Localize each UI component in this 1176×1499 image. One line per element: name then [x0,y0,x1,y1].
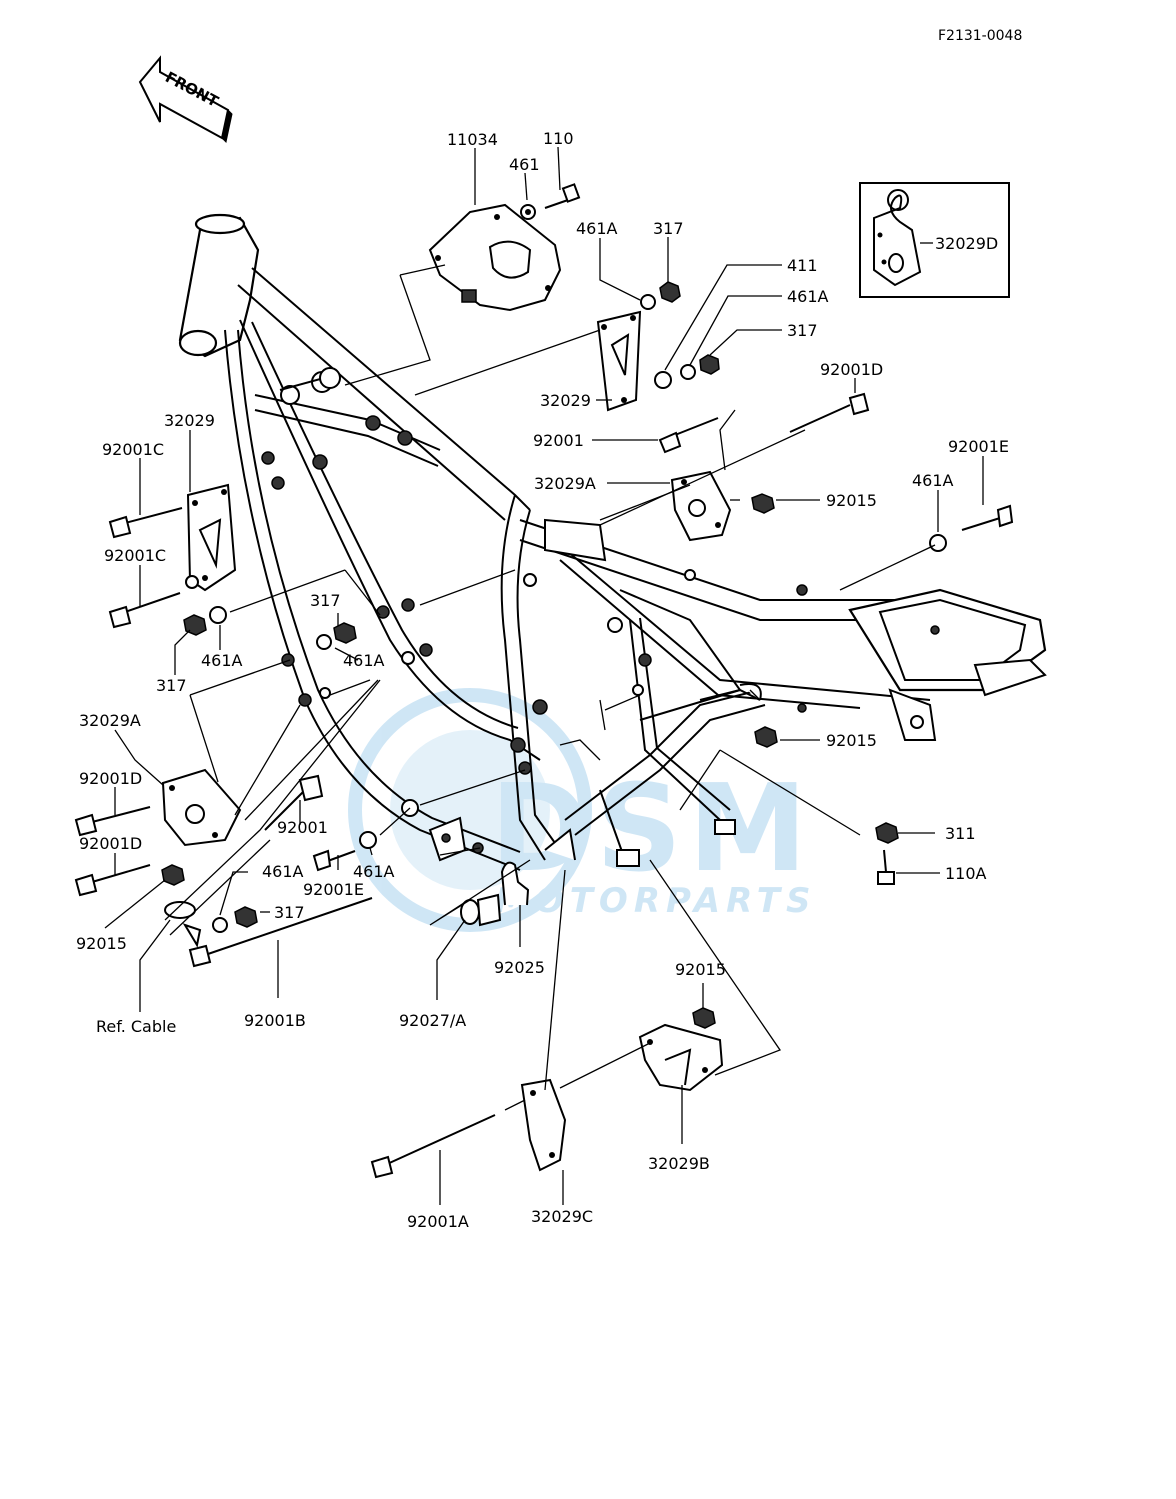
callout-461a-left: 461A [201,651,243,670]
callout-92001-left: 92001 [277,818,328,837]
callout-461: 461 [509,155,540,174]
callout-32029c: 32029C [531,1207,593,1226]
callout-317-top: 317 [653,219,684,238]
callout-92001c-upper: 92001C [102,440,164,459]
callout-labels: 11034 110 461 461A 317 411 461A 317 3202… [76,129,1009,1231]
bracket-11034 [428,203,562,312]
callout-92015-left: 92015 [76,934,127,953]
callout-92015-mid-right: 92015 [826,731,877,750]
exploded-parts [74,183,1014,1179]
front-arrow-icon: FRONT [138,55,233,144]
callout-461a-cable: 461A [262,862,304,881]
callout-461a-center: 461A [353,862,395,881]
callout-311: 311 [945,824,976,843]
callout-92001e-center: 92001E [303,880,364,899]
callout-92015-lower: 92015 [675,960,726,979]
callout-461a-far-right: 461A [912,471,954,490]
callout-461a-mid: 461A [343,651,385,670]
leader-lines [104,146,984,1205]
callout-92001-center: 92001 [533,431,584,450]
callout-ref-cable: Ref. Cable [96,1017,176,1036]
callout-32029-center: 32029 [540,391,591,410]
callout-92001c-lower: 92001C [104,546,166,565]
callout-32029-left: 32029 [164,411,215,430]
motorcycle-frame [178,213,1047,871]
callout-92001d-left-lower: 92001D [79,834,142,853]
callout-92001d-right: 92001D [820,360,883,379]
callout-32029a-left: 32029A [79,711,141,730]
callout-92027a: 92027/A [399,1011,466,1030]
callout-317-mid: 317 [310,591,341,610]
callout-317-left: 317 [156,676,187,695]
callout-92025: 92025 [494,958,545,977]
callout-110a: 110A [945,864,987,883]
callout-32029b: 32029B [648,1154,710,1173]
callout-92001d-left-upper: 92001D [79,769,142,788]
callout-461a-right: 461A [787,287,829,306]
callout-461a-top: 461A [576,219,618,238]
callout-317-right: 317 [787,321,818,340]
callout-92001e-right: 92001E [948,437,1009,456]
callout-92015-right: 92015 [826,491,877,510]
callout-411: 411 [787,256,818,275]
watermark-line1: DSM [490,760,813,899]
callout-92001a: 92001A [407,1212,469,1231]
callout-110: 110 [543,129,574,148]
callout-11034: 11034 [447,130,498,149]
callout-32029a-center: 32029A [534,474,596,493]
callout-92001b: 92001B [244,1011,306,1030]
callout-317-cable: 317 [274,903,305,922]
watermark-logo: DSM MOTORPARTS [348,688,816,932]
inset-box: 32029D [859,182,1010,298]
watermark-line2: MOTORPARTS [495,881,816,921]
inset-label: 32029D [935,234,998,253]
drawing-code: F2131-0048 [938,28,1022,44]
